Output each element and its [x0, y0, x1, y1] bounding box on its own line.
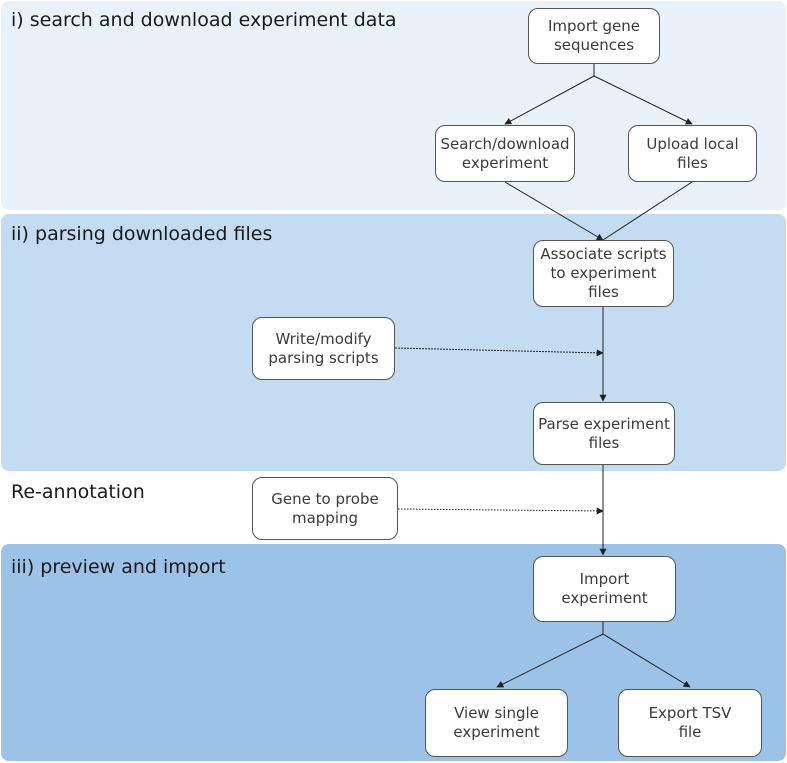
edge-gene-probe — [397, 507, 604, 515]
section-title-search: i) search and download experiment data — [11, 9, 397, 31]
node-gene-to-probe-mapping: Gene to probe mapping — [252, 477, 398, 540]
node-associate-scripts: Associate scripts to experiment files — [533, 240, 674, 307]
edge-search-to-associate — [504, 181, 604, 241]
section-title-reannotation: Re-annotation — [11, 481, 145, 503]
node-import-experiment: Import experiment — [533, 556, 676, 622]
edge-to-view-single — [496, 633, 604, 688]
node-write-modify-scripts: Write/modify parsing scripts — [252, 317, 395, 380]
section-title-preview: iii) preview and import — [11, 556, 226, 578]
node-export-tsv-file: Export TSV file — [618, 689, 762, 757]
edge-to-export-tsv — [602, 633, 691, 688]
node-parse-experiment-files: Parse experiment files — [533, 402, 675, 465]
node-import-gene-sequences: Import gene sequences — [528, 8, 660, 64]
edge-to-search-download — [504, 75, 595, 125]
node-view-single-experiment: View single experiment — [425, 689, 568, 757]
section-title-parsing: ii) parsing downloaded files — [11, 223, 273, 245]
node-upload-local-files: Upload local files — [628, 125, 757, 182]
edge-to-upload-local — [593, 75, 693, 125]
node-search-download-experiment: Search/download experiment — [435, 125, 575, 182]
edge-upload-to-associate — [602, 181, 693, 241]
edge-write-modify — [394, 347, 604, 357]
